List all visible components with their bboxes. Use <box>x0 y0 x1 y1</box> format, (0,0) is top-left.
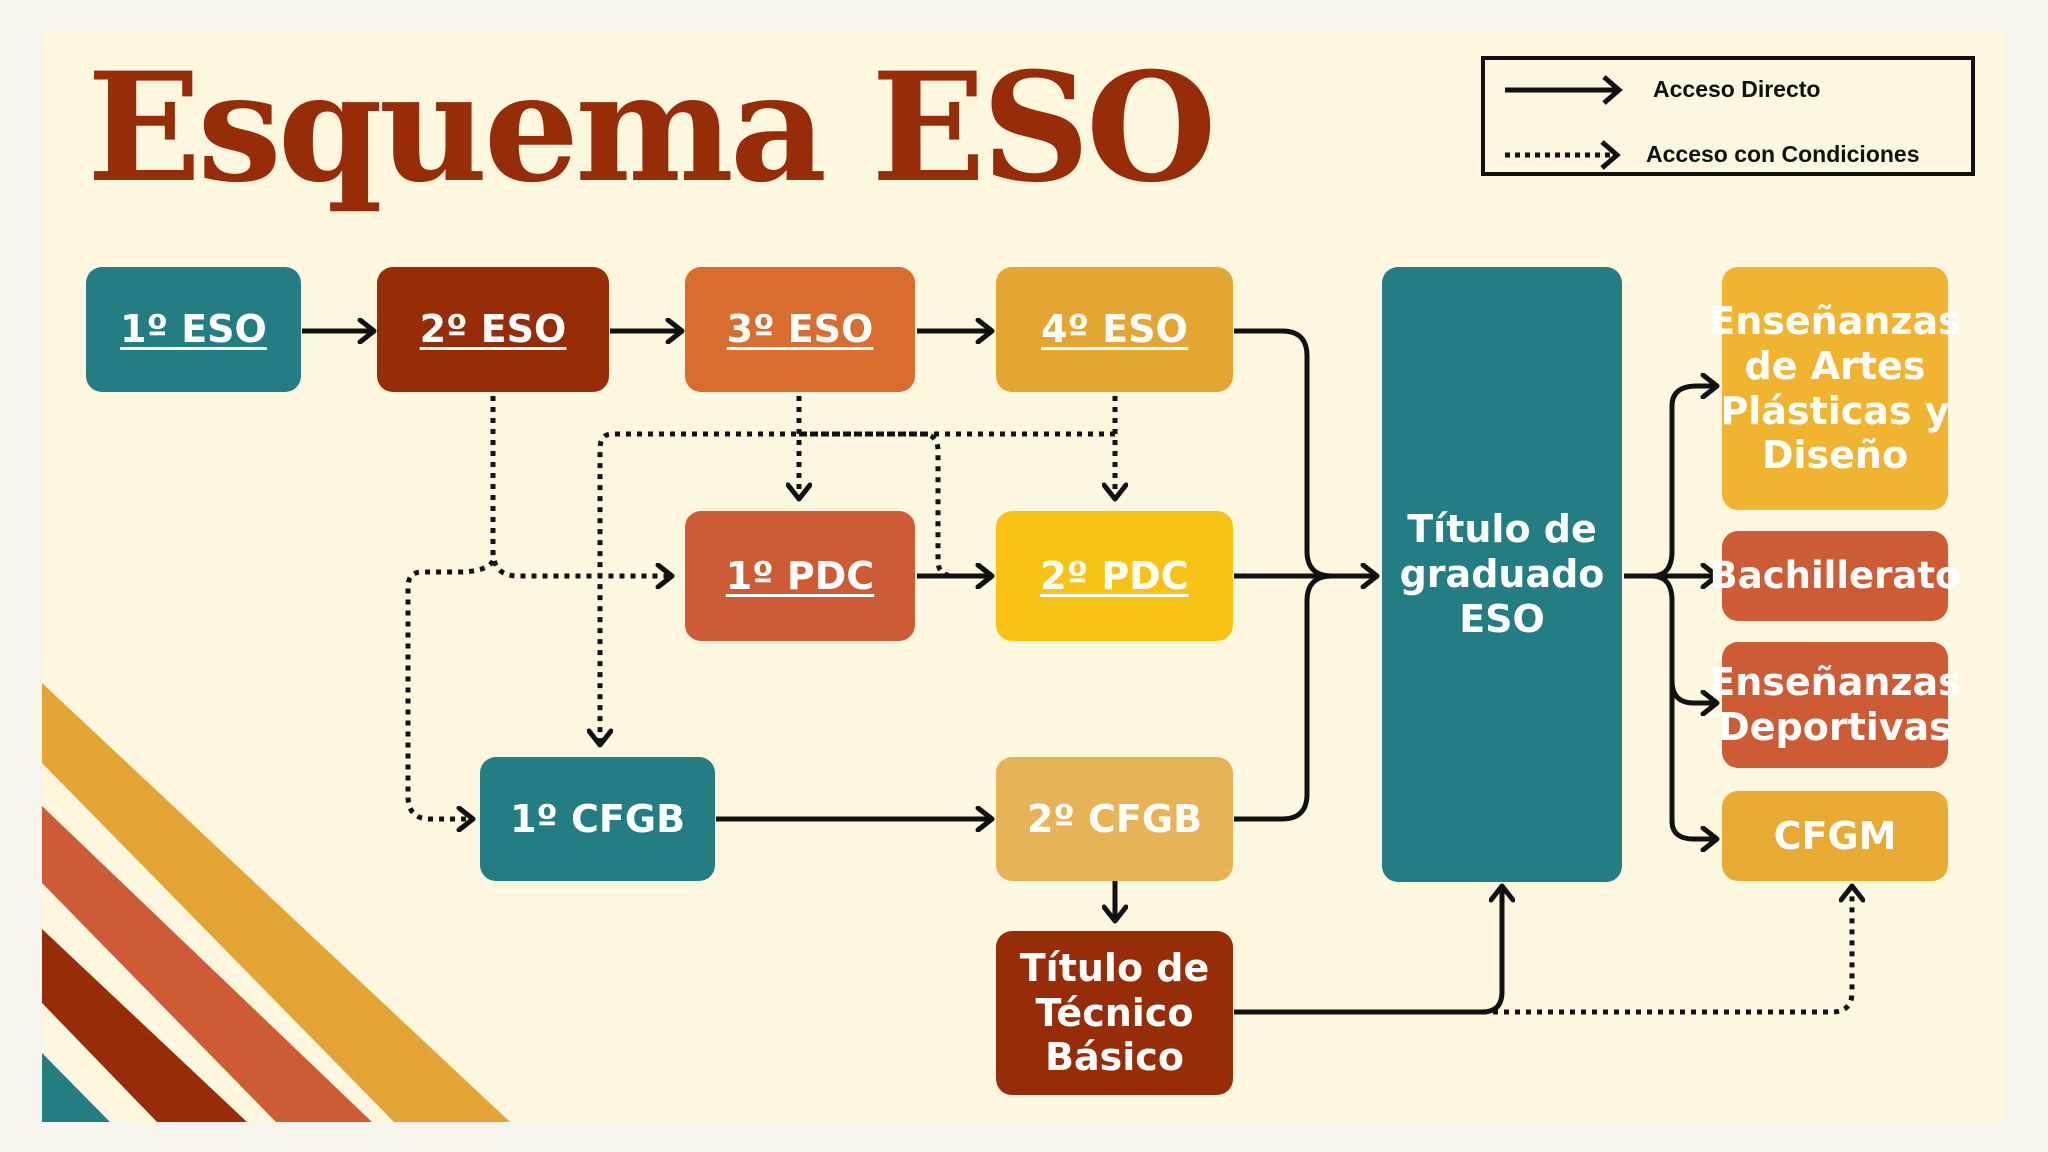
arrow-cfgb2-graduado <box>1234 573 1333 822</box>
stripe-mustard <box>42 683 510 1122</box>
node-1-pdc[interactable]: 1º PDC <box>685 511 915 641</box>
node-titulo-graduado-eso-label: Título de graduado ESO <box>1399 507 1605 641</box>
node-ensenanzas-deportivas: Enseñanzas Deportivas <box>1709 642 1961 768</box>
arrow-eso2-pdc1 <box>490 396 672 576</box>
legend: Acceso Directo Acceso con Condiciones <box>1481 56 1975 176</box>
arrow-graduado-deportivas <box>1651 573 1717 703</box>
node-bachillerato: Bachillerato <box>1710 531 1960 621</box>
node-2-cfgb-label: 2º CFGB <box>1026 796 1203 841</box>
node-2-pdc-label: 2º PDC <box>1040 553 1189 598</box>
flow-connectors <box>302 31 2006 1015</box>
node-ensenanzas-deportivas-label: Enseñanzas Deportivas <box>1709 660 1961 749</box>
node-titulo-graduado-eso: Título de graduado ESO <box>1382 267 1622 882</box>
arrow-graduado-cfgm <box>1669 681 1717 839</box>
node-cfgm-label: CFGM <box>1773 813 1897 858</box>
node-2-eso-label: 2º ESO <box>419 307 567 352</box>
arrow-eso2-cfgb1 <box>405 559 496 819</box>
node-2-cfgb: 2º CFGB <box>996 757 1233 881</box>
node-1-pdc-label: 1º PDC <box>725 553 875 598</box>
stripe-rust <box>42 929 247 1122</box>
node-1-cfgb-label: 1º CFGB <box>509 796 686 841</box>
legend-direct-label: Acceso Directo <box>1653 76 1821 102</box>
node-titulo-tecnico-basico: Título de Técnico Básico <box>996 931 1233 1095</box>
node-2-pdc[interactable]: 2º PDC <box>996 511 1233 641</box>
legend-direct-arrowhead <box>1602 75 1623 105</box>
node-3-eso-label: 3º ESO <box>726 307 874 352</box>
arrow-eso3-pdc2 <box>799 431 992 576</box>
node-4-eso-label: 4º ESO <box>1041 307 1188 352</box>
arrow-tecnico-cfgm <box>1482 886 1852 1015</box>
diagram-canvas: Esquema ESO Acceso Directo Acceso con Co… <box>42 31 2006 1122</box>
node-titulo-tecnico-basico-label: Título de Técnico Básico <box>1019 945 1210 1080</box>
node-artes-plasticas-diseno: Enseñanzas de Artes Plásticas y Diseño <box>1709 267 1961 510</box>
arrow-tecnico-graduado <box>1234 886 1502 1015</box>
legend-conditional-arrowhead <box>1600 140 1621 170</box>
stripe-teal <box>42 1053 110 1122</box>
node-1-cfgb: 1º CFGB <box>480 757 715 881</box>
arrow-graduado-artes <box>1651 386 1717 579</box>
node-3-eso[interactable]: 3º ESO <box>685 267 915 392</box>
legend-arrows <box>1505 75 1623 170</box>
stripe-orange <box>42 806 372 1122</box>
arrow-eso4-graduado <box>1234 328 1333 579</box>
node-bachillerato-label: Bachillerato <box>1709 554 1961 598</box>
legend-conditional-label: Acceso con Condiciones <box>1646 141 1920 167</box>
node-2-eso[interactable]: 2º ESO <box>377 267 609 392</box>
node-artes-plasticas-diseno-label: Enseñanzas de Artes Plásticas y Diseño <box>1709 298 1961 478</box>
node-1-eso-label: 1º ESO <box>120 307 267 352</box>
decorative-stripes <box>42 683 510 1122</box>
node-1-eso[interactable]: 1º ESO <box>86 267 301 392</box>
node-4-eso[interactable]: 4º ESO <box>996 267 1233 392</box>
page-title: Esquema ESO <box>87 40 1217 216</box>
node-cfgm: CFGM <box>1722 791 1948 881</box>
